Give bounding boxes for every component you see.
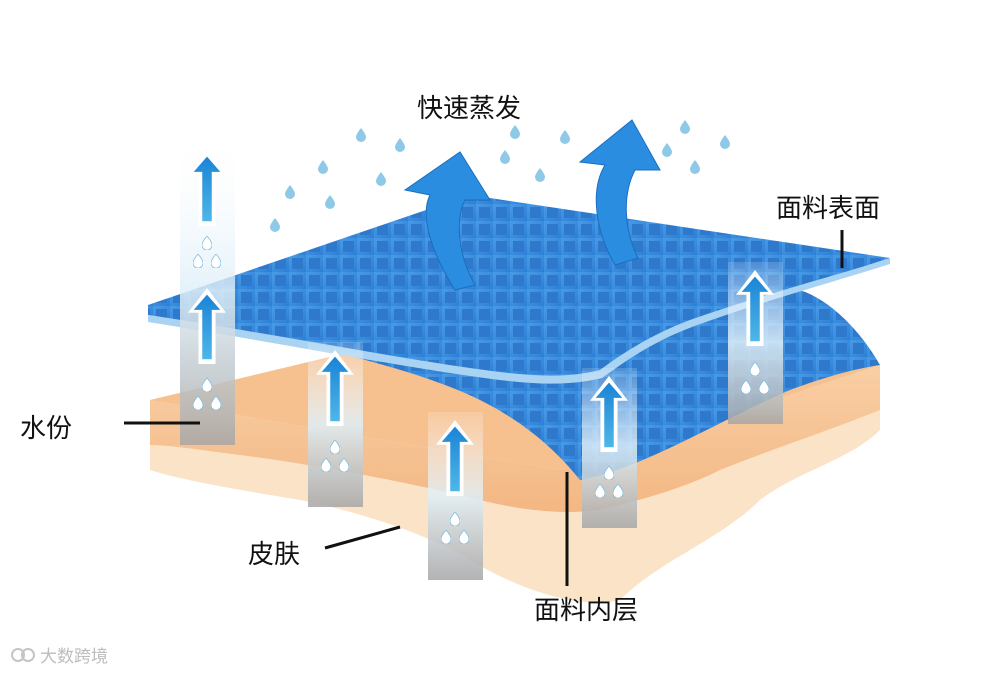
label-fabric-surface: 面料表面 — [776, 188, 880, 225]
watermark-logo-icon — [10, 645, 36, 665]
moisture-column — [582, 368, 637, 528]
moisture-column — [728, 262, 783, 424]
label-fabric-inner: 面料内层 — [534, 590, 638, 627]
moisture-column — [308, 342, 363, 507]
leader-line-skin — [325, 527, 400, 548]
label-skin: 皮肤 — [248, 534, 300, 571]
label-moisture: 水份 — [20, 408, 72, 445]
moisture-column — [428, 412, 483, 580]
label-evaporation: 快速蒸发 — [417, 88, 521, 125]
watermark: 大数跨境 — [10, 642, 108, 667]
watermark-text: 大数跨境 — [40, 642, 108, 667]
moisture-column — [180, 140, 235, 445]
